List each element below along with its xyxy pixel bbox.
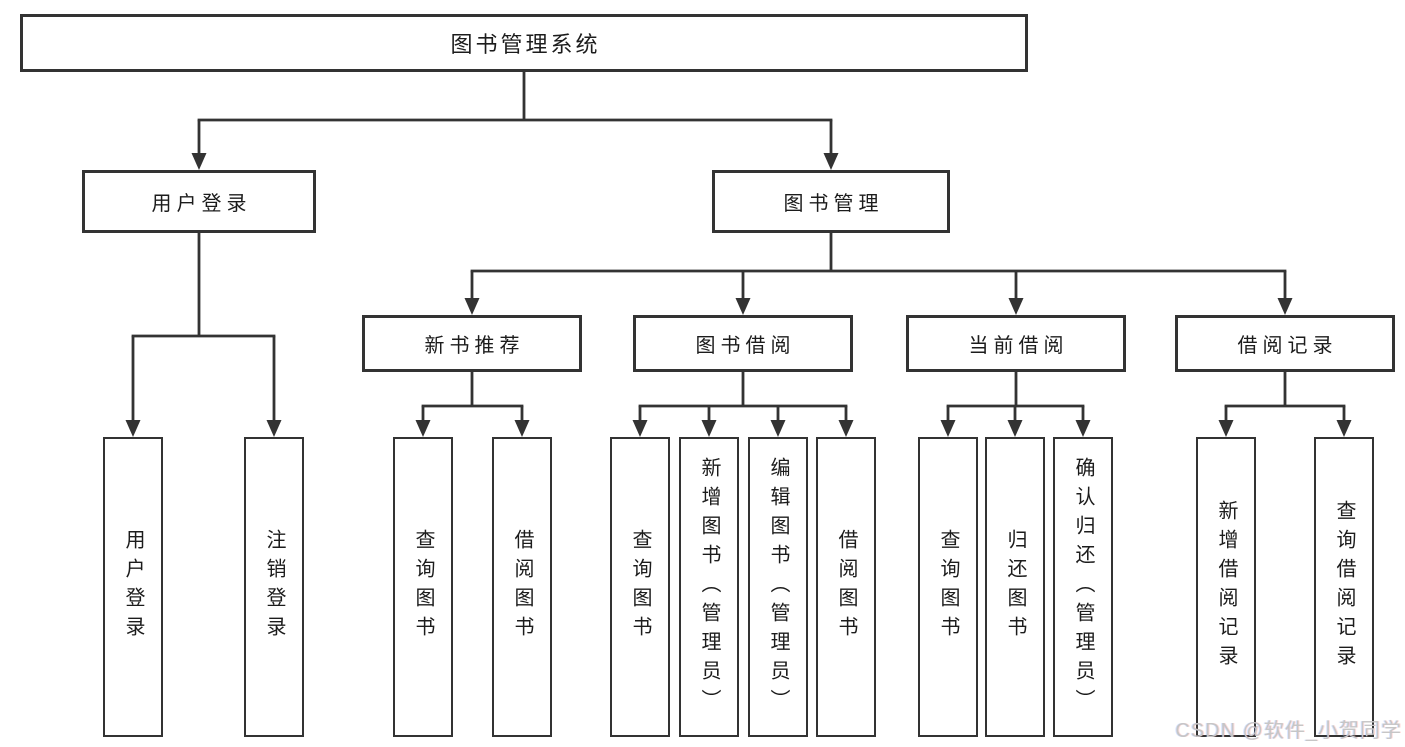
leaf-query-book-current: 查询图书 bbox=[918, 437, 978, 737]
leaf-edit-book-admin: 编辑图书（管理员） bbox=[748, 437, 808, 737]
leaf-add-borrow-record: 新增借阅记录 bbox=[1196, 437, 1256, 737]
leaf-label: 借阅图书 bbox=[511, 529, 533, 645]
csdn-watermark: CSDN @软件_小贺同学 bbox=[1175, 720, 1402, 742]
leaf-label: 确认归还（管理员） bbox=[1072, 456, 1094, 718]
node-borrow-records: 借阅记录 bbox=[1175, 315, 1395, 372]
leaf-label: 归还图书 bbox=[1004, 529, 1026, 645]
leaf-user-login: 用户登录 bbox=[103, 437, 163, 737]
node-label: 用户登录 bbox=[151, 193, 252, 215]
leaf-label: 新增借阅记录 bbox=[1215, 500, 1237, 674]
leaf-label: 用户登录 bbox=[122, 529, 144, 645]
node-label: 图书管理系统 bbox=[450, 32, 601, 57]
leaf-label: 新增图书（管理员） bbox=[698, 456, 720, 718]
node-library-management-system: 图书管理系统 bbox=[20, 14, 1028, 72]
node-label: 新书推荐 bbox=[424, 335, 525, 357]
leaf-borrow-book: 借阅图书 bbox=[816, 437, 876, 737]
leaf-label: 编辑图书（管理员） bbox=[767, 456, 789, 718]
leaf-label: 查询借阅记录 bbox=[1333, 500, 1355, 674]
arrowheads bbox=[125, 153, 1352, 437]
leaf-label: 注销登录 bbox=[263, 529, 285, 645]
leaf-add-book-admin: 新增图书（管理员） bbox=[679, 437, 739, 737]
leaf-label: 借阅图书 bbox=[835, 529, 857, 645]
node-label: 图书管理 bbox=[783, 193, 884, 215]
leaf-label: 查询图书 bbox=[629, 529, 651, 645]
node-book-borrow: 图书借阅 bbox=[633, 315, 853, 372]
node-book-management: 图书管理 bbox=[712, 170, 950, 233]
leaf-confirm-return-admin: 确认归还（管理员） bbox=[1053, 437, 1113, 737]
leaf-query-book-borrow: 查询图书 bbox=[610, 437, 670, 737]
leaf-label: 查询图书 bbox=[937, 529, 959, 645]
leaf-return-book: 归还图书 bbox=[985, 437, 1045, 737]
node-label: 当前借阅 bbox=[968, 335, 1069, 357]
node-label: 借阅记录 bbox=[1237, 335, 1338, 357]
node-user-login-group: 用户登录 bbox=[82, 170, 316, 233]
leaf-query-book-recommend: 查询图书 bbox=[393, 437, 453, 737]
leaf-logout: 注销登录 bbox=[244, 437, 304, 737]
node-label: 图书借阅 bbox=[695, 335, 796, 357]
node-new-book-recommend: 新书推荐 bbox=[362, 315, 582, 372]
node-current-borrow: 当前借阅 bbox=[906, 315, 1126, 372]
leaf-borrow-book-recommend: 借阅图书 bbox=[492, 437, 552, 737]
leaf-label: 查询图书 bbox=[412, 529, 434, 645]
leaf-query-borrow-record: 查询借阅记录 bbox=[1314, 437, 1374, 737]
